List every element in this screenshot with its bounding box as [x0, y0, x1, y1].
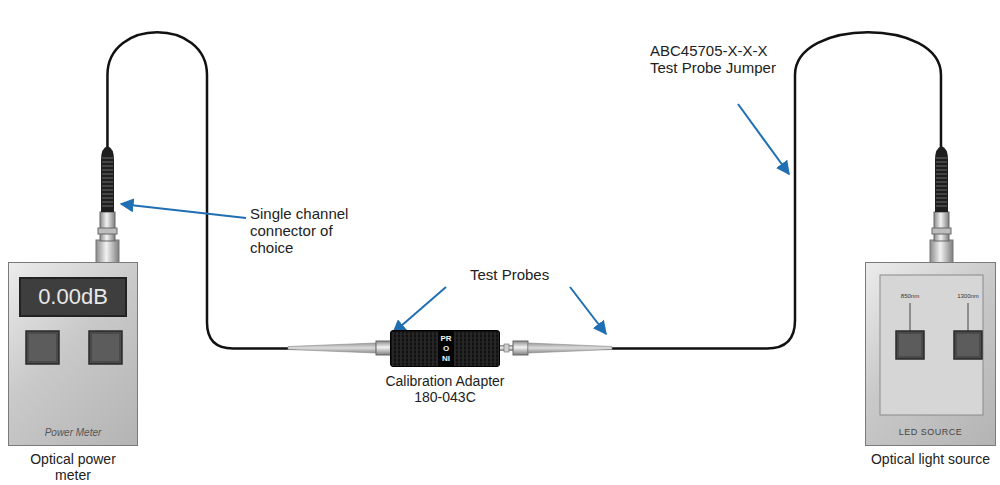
device-brand: LED SOURCE — [866, 427, 995, 437]
leader-arrow — [570, 287, 606, 334]
wavelength-label: 850nm — [895, 293, 925, 300]
leader-arrow — [121, 204, 246, 218]
callout-label: ABC45705-X-X-X Test Probe Jumper — [650, 42, 785, 76]
adapter-label: Calibration Adapter 180-043C — [370, 373, 520, 405]
light-source: 850nm1300nmLED SOURCEOptical light sourc… — [865, 262, 996, 446]
leader-arrow — [393, 287, 446, 333]
device-label: Optical light source — [871, 451, 991, 467]
st-connector — [96, 146, 119, 263]
meter-display: 0.00dB — [19, 277, 127, 317]
wavelength-label: 1300nm — [953, 293, 983, 300]
calibration-adapter: PRO NICalibration Adapter 180-043C — [390, 330, 500, 367]
device-label: Optical power meter — [13, 451, 133, 483]
test-probe — [288, 341, 392, 355]
st-connector — [930, 146, 953, 263]
fiber-cable — [107, 32, 390, 348]
test-probe — [497, 341, 612, 355]
adapter-marking: PRO NI — [439, 334, 453, 364]
device-detail — [866, 263, 995, 445]
device-brand: Power Meter — [9, 427, 137, 438]
leader-arrow — [738, 104, 789, 174]
callout-label: Test Probes — [470, 266, 580, 283]
power-meter: 0.00dBPower MeterOptical power meter — [8, 262, 138, 446]
callout-label: Single channel connector of choice — [250, 205, 360, 256]
